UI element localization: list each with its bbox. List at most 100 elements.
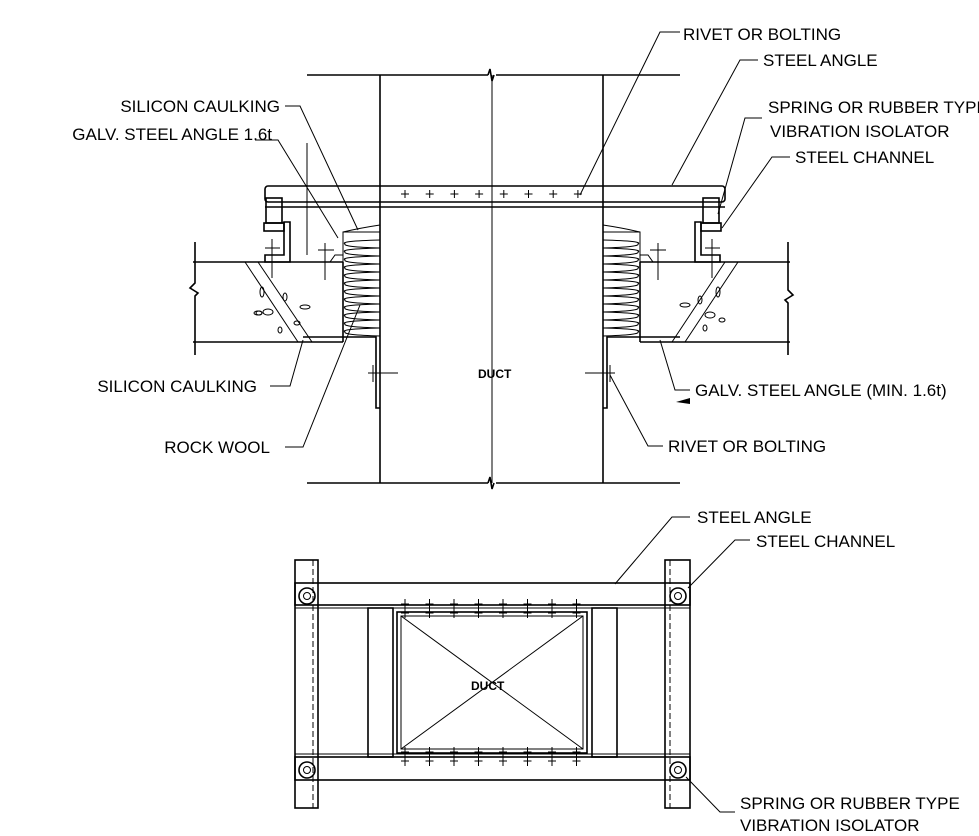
- aggregate: [702, 324, 708, 332]
- steel-channel-right: [694, 221, 721, 263]
- isolator-nut: [700, 222, 722, 232]
- galv-angle-upper: [305, 231, 380, 263]
- label-rivet-or-bolting-top: RIVET OR BOLTING: [683, 25, 841, 44]
- rivet-mark: [425, 190, 434, 198]
- rivet-mark: [425, 599, 434, 618]
- anchor-bolt: [265, 239, 280, 278]
- rivet-mark: [499, 747, 507, 766]
- label-isolator-line2: VIBRATION ISOLATOR: [740, 816, 919, 835]
- rivet-mark: [318, 243, 334, 280]
- aggregate: [718, 317, 726, 323]
- aggregate: [299, 304, 311, 310]
- rock-wool-left: [342, 238, 381, 337]
- rock-wool-hatch-right: [591, 607, 618, 758]
- label-isolator-line1: SPRING OR RUBBER TYPE: [768, 98, 979, 117]
- aggregate: [679, 302, 691, 308]
- rivet-mark: [450, 747, 458, 766]
- duct-break-top: [307, 68, 680, 82]
- label-steel-angle: STEEL ANGLE: [763, 51, 878, 70]
- label-silicon-caulking-bottom: SILICON CAULKING: [97, 377, 257, 396]
- rivet-mark: [650, 243, 666, 280]
- rivet-mark: [401, 599, 409, 618]
- rivet-mark: [548, 747, 556, 766]
- rivet-mark: [523, 747, 532, 766]
- steel-angle-top: [294, 582, 691, 606]
- duct-break-bottom: [307, 476, 680, 490]
- rivet-mark: [401, 747, 409, 766]
- rivet-mark: [450, 190, 459, 198]
- rivet-mark: [499, 599, 507, 618]
- isolator-bolts: [298, 587, 687, 779]
- aggregate: [293, 320, 301, 326]
- aggregate: [262, 308, 274, 316]
- label-steel-channel: STEEL CHANNEL: [795, 148, 934, 167]
- rivet-mark: [499, 190, 508, 198]
- rivet-mark: [401, 190, 409, 198]
- steel-channel-right: [664, 559, 691, 809]
- rivet-right: [585, 365, 615, 382]
- isolator-nut: [263, 222, 285, 232]
- rivet-mark: [450, 599, 458, 618]
- slab-edge: [639, 261, 790, 343]
- leader-lines: [255, 31, 790, 448]
- rivet-mark: [548, 599, 556, 618]
- rivet-row-top: [401, 190, 582, 198]
- aggregate: [255, 310, 263, 316]
- rock-wool-fold: [602, 239, 640, 337]
- rivet-mark: [523, 599, 532, 618]
- slab-edge: [193, 261, 344, 343]
- section-view: DUCT RIVET OR BOLTING STEEL ANGLE SPRING…: [72, 25, 979, 490]
- rivet-mark: [425, 747, 434, 766]
- rock-wool-right: [602, 238, 641, 337]
- fire-stop-line: [244, 261, 313, 343]
- label-isolator-line1: SPRING OR RUBBER TYPE: [740, 794, 960, 813]
- rock-wool-fold: [343, 239, 381, 337]
- duct-cross: [400, 615, 584, 750]
- rivet-left: [368, 365, 398, 382]
- rivet-rows-plan: [401, 599, 581, 766]
- rivet-mark: [572, 747, 581, 766]
- rivet-mark: [475, 190, 484, 198]
- arrowhead: [676, 398, 690, 404]
- duct-label: DUCT: [471, 679, 505, 693]
- rivet-mark: [549, 190, 558, 198]
- label-galv-steel-angle-min: GALV. STEEL ANGLE (MIN. 1.6t): [695, 381, 947, 400]
- aggregate: [715, 286, 721, 298]
- label-silicon-caulking-top: SILICON CAULKING: [120, 97, 280, 116]
- label-rivet-or-bolting-bottom: RIVET OR BOLTING: [668, 437, 826, 456]
- rivet-mark: [572, 599, 581, 618]
- label-steel-channel: STEEL CHANNEL: [756, 532, 895, 551]
- break-line: [188, 242, 200, 355]
- rock-wool-hatch-left: [367, 607, 394, 758]
- plan-view: DUCT STEEL ANGLE STEEL CHANNEL SPRING OR…: [294, 508, 960, 835]
- rivet-mark: [474, 599, 483, 618]
- rivet-mark: [524, 190, 533, 198]
- aggregate: [704, 311, 716, 319]
- label-steel-angle: STEEL ANGLE: [697, 508, 812, 527]
- steel-channel-left: [294, 559, 319, 809]
- silicon-caulking-left: [342, 224, 381, 233]
- label-galv-steel-angle: GALV. STEEL ANGLE 1.6t: [72, 125, 272, 144]
- break-line: [783, 242, 795, 355]
- duct-outline: [396, 611, 588, 754]
- silicon-caulking-right: [602, 224, 641, 233]
- label-isolator-line2: VIBRATION ISOLATOR: [770, 122, 949, 141]
- aggregate: [697, 295, 703, 305]
- aggregate: [277, 326, 283, 334]
- aggregate: [282, 292, 288, 302]
- fire-stop-line: [671, 261, 739, 343]
- duct-label: DUCT: [478, 367, 512, 381]
- anchor-bolt: [705, 239, 720, 278]
- duct-inner: [400, 615, 584, 750]
- rivet-mark: [474, 747, 483, 766]
- aggregate: [259, 286, 265, 298]
- steel-angle-frame: [264, 185, 726, 203]
- steel-channel-left: [264, 221, 291, 263]
- isolator-right: [694, 197, 722, 278]
- isolator-left: [263, 197, 291, 278]
- leader-lines: [614, 516, 750, 813]
- galv-angle-upper: [603, 231, 678, 263]
- label-rock-wool: ROCK WOOL: [164, 438, 270, 457]
